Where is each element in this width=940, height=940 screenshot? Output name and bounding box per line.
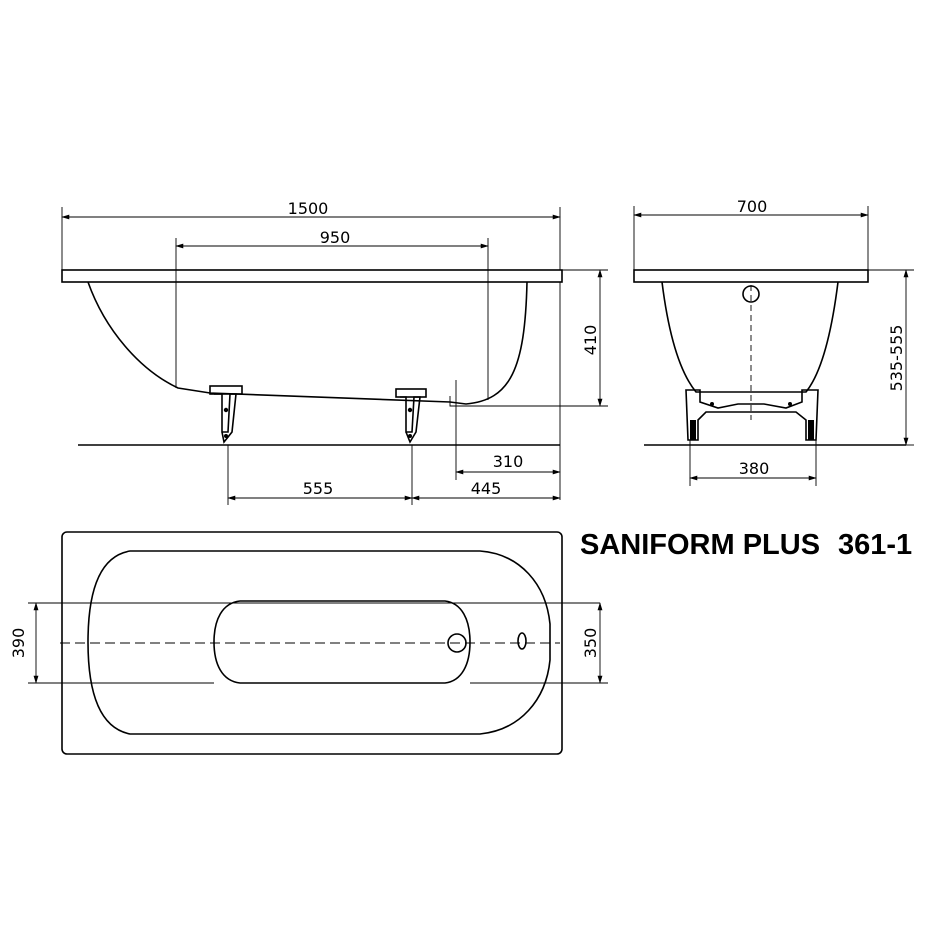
dim-foot-to-end-label: 445 [471, 479, 502, 498]
plan-view: 390 350 [9, 531, 608, 755]
end-view-rim [633, 269, 869, 283]
dim-plan-outer-width-label: 390 [9, 628, 28, 659]
dim-depth-label: 410 [581, 325, 600, 356]
end-view-feet [685, 389, 819, 441]
side-view-right-foot [395, 388, 427, 444]
side-view-left-foot [209, 385, 243, 444]
dim-length-label: 1500 [288, 199, 329, 218]
dim-inner-length-label: 950 [320, 228, 351, 247]
dim-foot-spacing-y-label: 380 [739, 459, 770, 478]
side-view-body [87, 281, 528, 405]
plan-view-overflow [517, 632, 527, 650]
dim-height-label: 535-555 [887, 325, 906, 392]
plan-view-bottom-surface [213, 600, 471, 684]
side-view: 1500 950 410 310 555 445 [61, 199, 608, 505]
dim-width-label: 700 [737, 197, 768, 216]
end-view-body [661, 281, 839, 393]
dim-plan-inner-width-label: 350 [581, 628, 600, 659]
product-model: 361-1 [838, 529, 912, 561]
dim-drain-to-end-label: 310 [493, 452, 524, 471]
product-name: SANIFORM PLUS [580, 529, 820, 561]
plan-view-inner-basin [87, 550, 551, 735]
side-view-rim [61, 269, 563, 283]
dim-foot-spacing-label: 555 [303, 479, 334, 498]
end-view: 700 535-555 380 [633, 197, 914, 486]
